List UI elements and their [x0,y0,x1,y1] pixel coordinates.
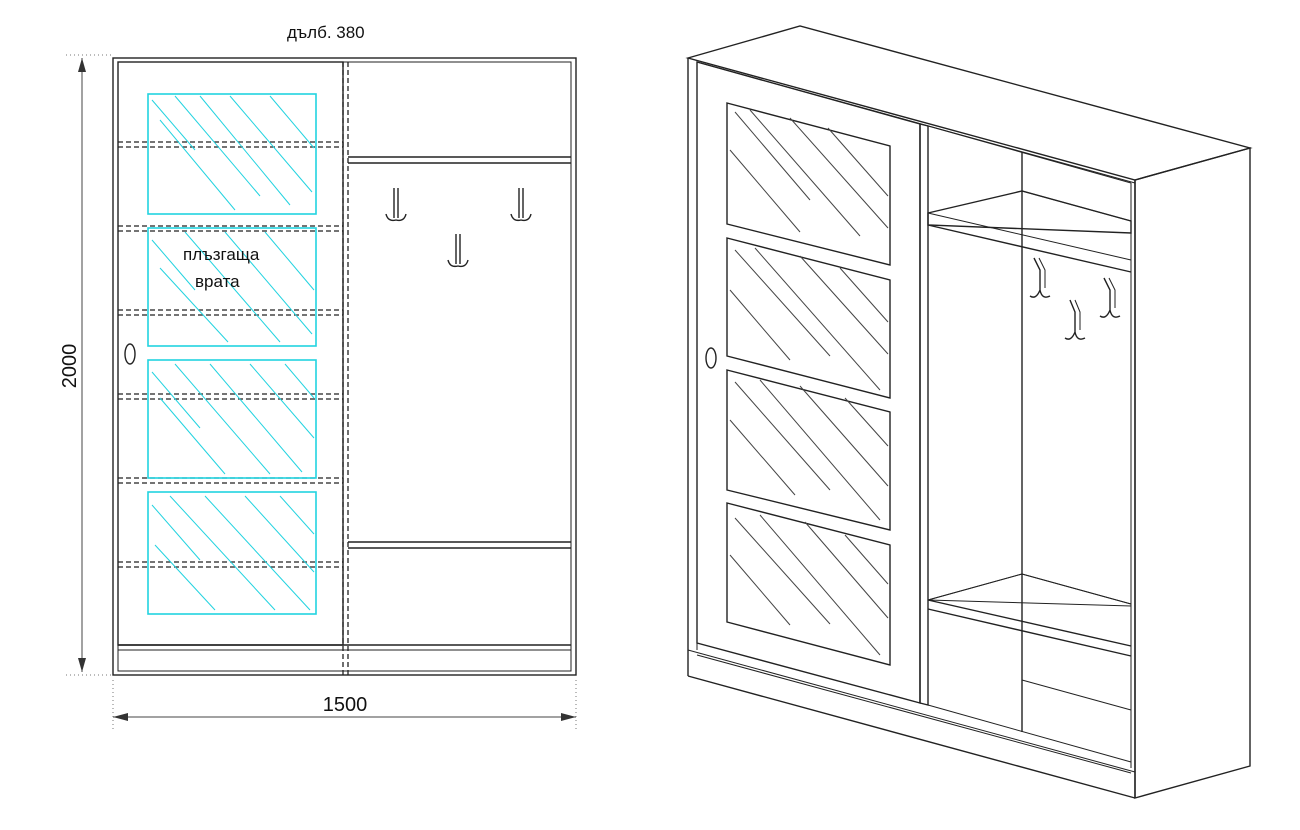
iso-door-handle-icon [705,347,717,369]
iso-coat-hook-icon [1099,277,1121,318]
door-label-line2: врата [195,272,240,291]
door-handle-icon [124,343,136,365]
front-view: плъзгаща врата дълб. 380 2000 1500 [59,23,577,730]
iso-glass-panels [726,102,891,666]
iso-divider [919,123,929,706]
iso-sliding-door [696,61,921,704]
hidden-shelves [118,141,343,568]
cabinet-inner-outline [117,61,572,672]
glass-pane-4 [147,491,317,615]
glass-pane-1 [147,93,317,215]
coat-hook-icon [510,188,532,222]
glass-pane-3 [147,359,317,479]
depth-label: дълб. 380 [287,23,365,42]
sliding-door-panel [117,61,344,646]
iso-bottom-shelf [927,599,1132,647]
door-label-line1: плъзгаща [183,245,260,264]
right-side-panel [1134,147,1251,799]
iso-coat-hook-icon [1029,257,1051,298]
width-label: 1500 [323,694,368,716]
glass-hatching [151,95,315,611]
iso-glass-hatching [729,109,889,656]
cabinet-outline [112,57,577,676]
height-dimension: 2000 [59,54,113,676]
glass-panes [147,93,317,615]
glass-pane-2 [147,227,317,347]
top-surface [685,25,1253,181]
isometric-view [685,25,1253,799]
coat-hook-icon [385,188,407,222]
iso-top-shelf [927,190,1132,234]
coat-hook-icon [447,234,469,268]
iso-coat-hook-icon [1064,299,1086,340]
width-dimension: 1500 [112,680,577,730]
height-label: 2000 [59,344,81,389]
front-bottom-edge [687,675,1136,799]
